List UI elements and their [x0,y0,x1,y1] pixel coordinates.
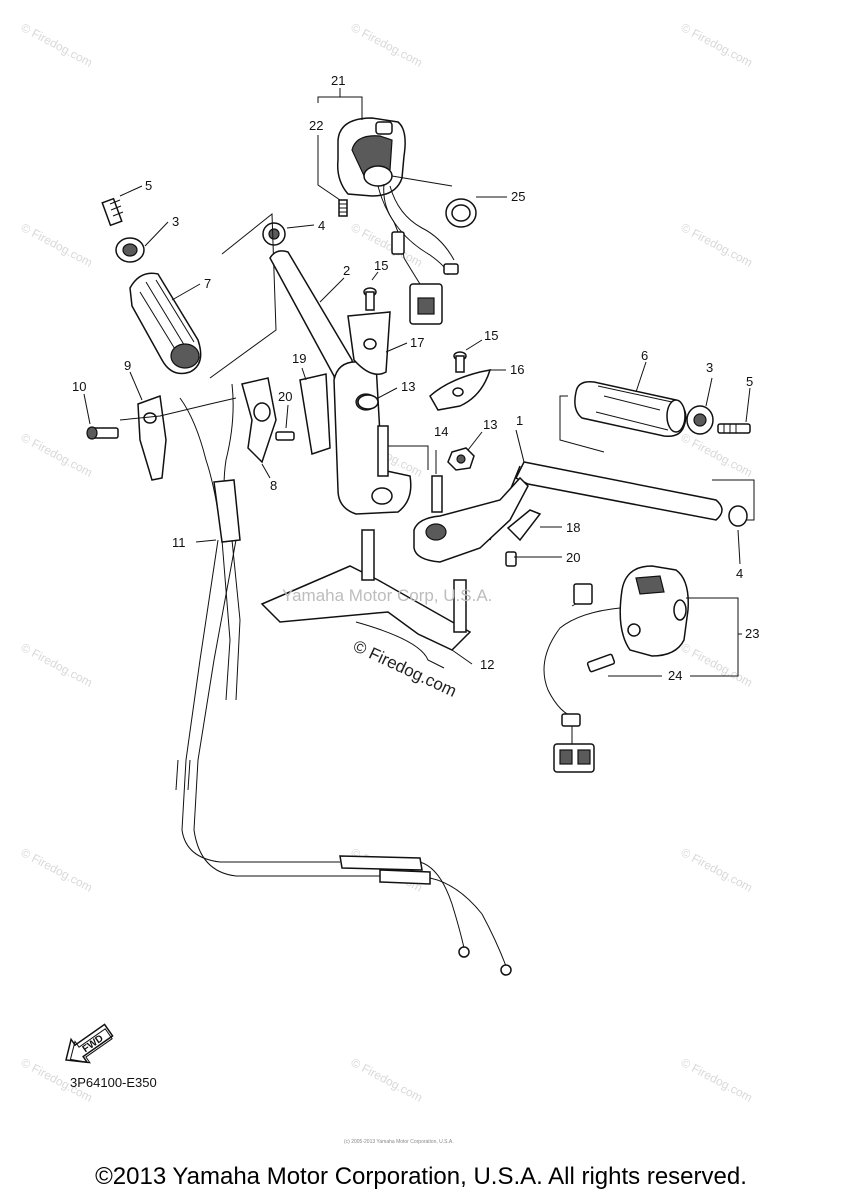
grip-7-left [129,272,202,375]
callout-19: 19 [292,351,306,366]
callout-15-upper: 15 [374,258,388,273]
callout-22: 22 [309,118,323,133]
handlebar-holder-left [333,361,412,515]
callout-17: 17 [410,335,424,350]
callout-7: 7 [204,276,211,291]
bolt-14 [431,475,443,513]
callout-12: 12 [480,657,494,672]
screw-22 [338,199,348,217]
watermark: © Firedog.com [19,430,95,479]
screw-20-left [275,431,295,441]
fwd-arrow-icon: FWD [65,1023,114,1064]
watermark: © Firedog.com [349,20,425,69]
cover-17 [347,311,391,375]
screw-24 [586,653,616,673]
callout-13-left: 13 [401,379,415,394]
right-handlebar-switch [543,565,689,773]
callout-5-left: 5 [145,178,152,193]
screw-20-right [505,551,517,567]
bolt-15-right [453,351,467,373]
callout-16: 16 [510,362,524,377]
callout-20-right: 20 [566,550,580,565]
callout-11: 11 [172,535,186,550]
brace-12 [260,529,472,669]
callout-6: 6 [641,348,648,363]
handlebar-holder-right [413,476,529,563]
weight-3-right [686,405,714,435]
callout-1: 1 [516,413,523,428]
nut-13-right [447,447,475,471]
callout-3-right: 3 [706,360,713,375]
callout-21: 21 [331,73,345,88]
callout-10: 10 [72,379,86,394]
watermark: © Firedog.com [679,1055,755,1104]
throttle-cables-11 [175,383,512,976]
callout-14: 14 [434,424,448,439]
bolt-5-left [101,197,124,227]
callout-25: 25 [511,189,525,204]
callout-4-right: 4 [736,566,743,581]
left-handlebar-switch [336,117,459,325]
cover-16 [429,369,492,411]
washer-13-left [357,394,379,410]
callout-5-right: 5 [746,374,753,389]
weight-3-left [115,237,145,263]
center-watermark: Yamaha Motor Corp, U.S.A. [282,586,492,605]
bolt-long-left [377,425,389,477]
holder-9 [137,394,167,481]
callout-4-left: 4 [318,218,325,233]
copyright-notice: ©2013 Yamaha Motor Corporation, U.S.A. A… [95,1163,747,1190]
weight-4-right [728,505,748,527]
grip-6-right [574,380,687,438]
callout-24: 24 [668,668,682,683]
bracket-19 [299,373,331,455]
watermark: © Firedog.com [19,845,95,894]
watermark: © Firedog.com [19,640,95,689]
bolt-10 [86,426,119,440]
callout-3-left: 3 [172,214,179,229]
watermark: © Firedog.com [19,20,95,69]
watermark: © Firedog.com [349,1055,425,1104]
callout-labels: 21 22 25 5 3 4 2 15 7 17 15 16 6 3 5 10 … [72,73,759,683]
bracket-18 [506,509,542,542]
callout-2: 2 [343,263,350,278]
bolt-5-right [717,423,751,434]
weight-4-left [262,222,286,246]
callout-18: 18 [566,520,580,535]
watermark: © Firedog.com [679,430,755,479]
callout-8: 8 [270,478,277,493]
watermark: © Firedog.com [679,20,755,69]
small-print: (c) 2005-2013 Yamaha Motor Corporation, … [344,1139,454,1145]
watermark: © Firedog.com [679,845,755,894]
callout-23: 23 [745,626,759,641]
holder-8 [241,377,277,464]
bolt-15-upper [363,287,377,311]
callout-9: 9 [124,358,131,373]
watermark: © Firedog.com [679,220,755,269]
watermark: © Firedog.com [679,640,755,689]
callout-15-right: 15 [484,328,498,343]
callout-20-left: 20 [278,389,292,404]
callout-13-right: 13 [483,417,497,432]
diagram-code: 3P64100-E350 [70,1075,157,1090]
watermark: © Firedog.com [19,220,95,269]
collar-25 [445,198,477,228]
